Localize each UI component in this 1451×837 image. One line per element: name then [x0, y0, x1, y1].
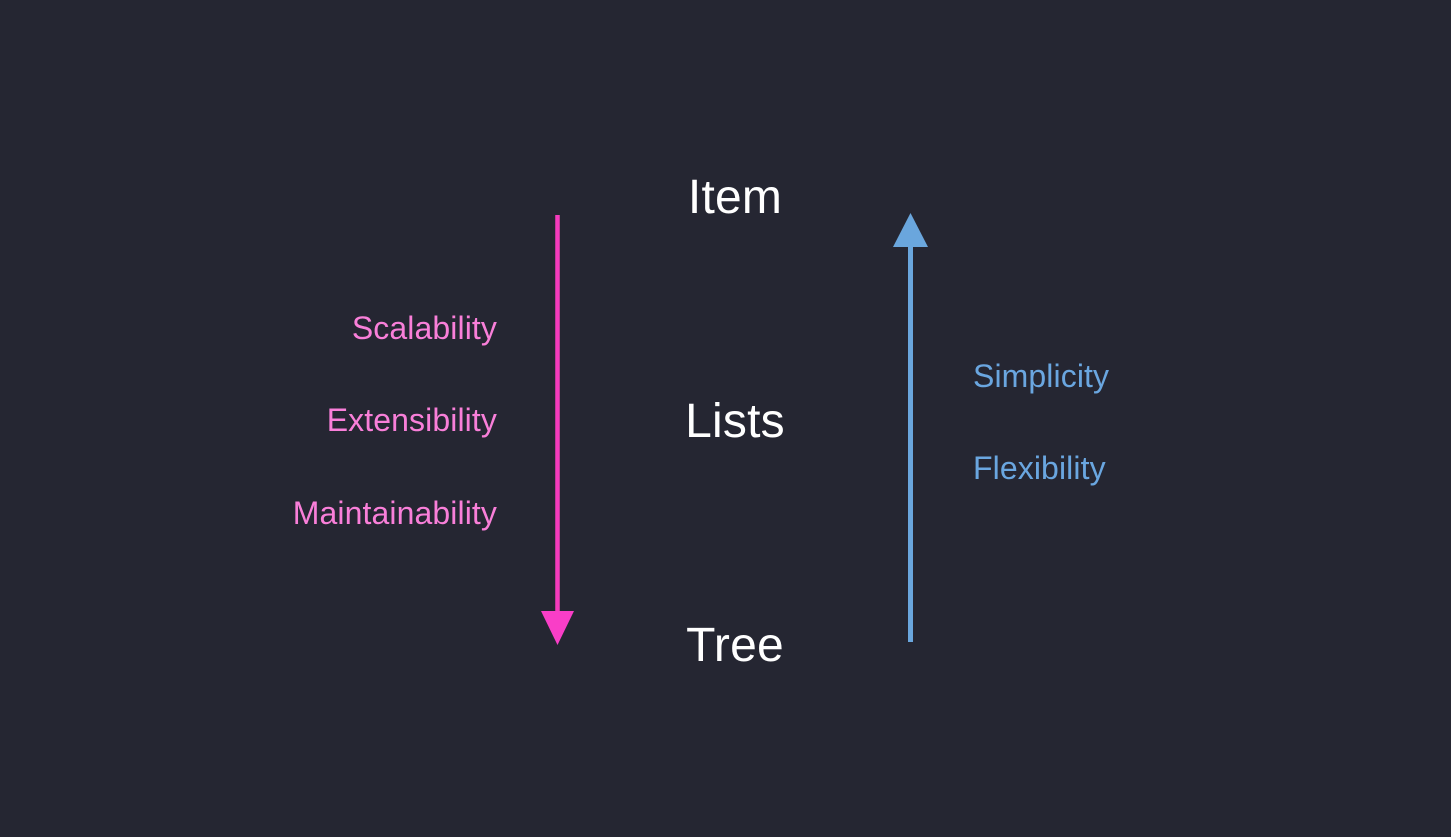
right-axis-label-flexibility: Flexibility [973, 450, 1106, 486]
level-label-lists: Lists [685, 395, 785, 448]
arrow-up-icon [893, 213, 928, 642]
level-label-tree: Tree [686, 619, 784, 672]
left-axis-label-maintainability: Maintainability [292, 495, 497, 531]
level-label-item: Item [687, 171, 783, 224]
left-axis-label-scalability: Scalability [351, 310, 497, 346]
left-axis-label-extensibility: Extensibility [326, 402, 497, 438]
arrow-down-icon [541, 215, 574, 645]
right-axis-label-simplicity: Simplicity [973, 358, 1110, 394]
